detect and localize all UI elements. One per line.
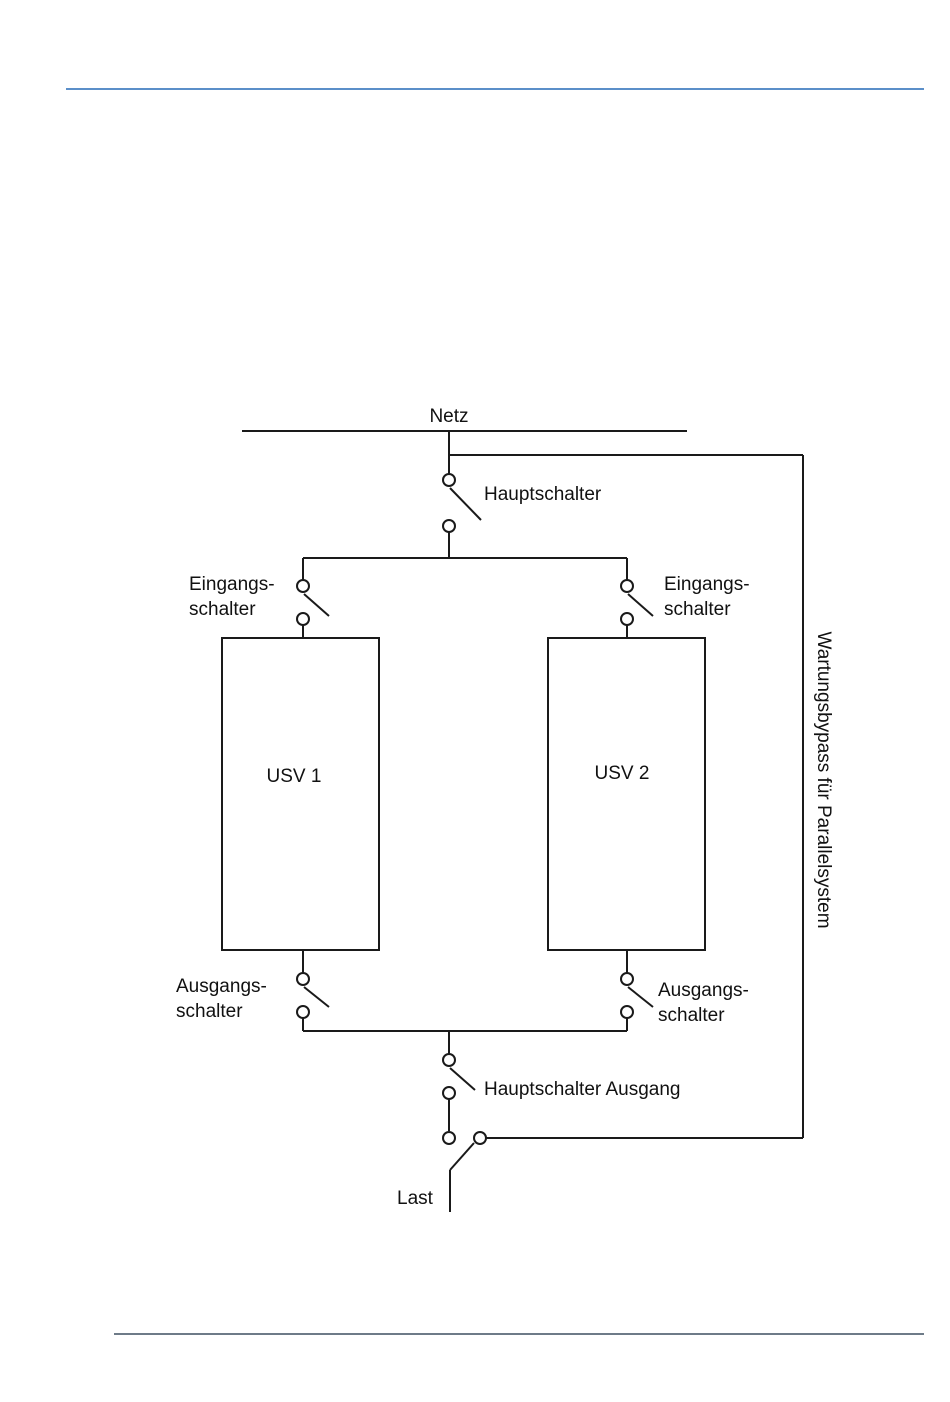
eingangsschalter-left-label-line1: Eingangs- [189, 574, 275, 595]
eingangsschalter-right-label-line2: schalter [664, 599, 731, 620]
netz-label: Netz [429, 406, 468, 427]
hauptschalter-blade [450, 488, 481, 520]
ausgangsschalter-right-label-line2: schalter [658, 1005, 725, 1026]
ausgangsschalter-left-label-line2: schalter [176, 1001, 243, 1022]
ausgangsschalter-left-label-line1: Ausgangs- [176, 976, 267, 997]
eingangsschalter-right-blade [628, 594, 653, 616]
last-changeover-blade [450, 1143, 474, 1170]
eingangsschalter-right-label-line1: Eingangs- [664, 574, 750, 595]
usv2-box [548, 638, 705, 950]
usv2-label: USV 2 [595, 763, 650, 784]
hauptschalter-ausgang-bottom-contact [443, 1087, 455, 1099]
hauptschalter-ausgang-top-contact [443, 1054, 455, 1066]
ausgangsschalter-left-blade [304, 987, 329, 1007]
ausgangsschalter-left-bottom-contact [297, 1006, 309, 1018]
hauptschalter-label: Hauptschalter [484, 484, 602, 505]
hauptschalter-bottom-contact [443, 520, 455, 532]
ausgangsschalter-right-label-line1: Ausgangs- [658, 980, 749, 1001]
ausgangsschalter-left-top-contact [297, 973, 309, 985]
eingangsschalter-left-label-line2: schalter [189, 599, 256, 620]
hauptschalter-top-contact [443, 474, 455, 486]
hauptschalter-ausgang-label: Hauptschalter Ausgang [484, 1079, 680, 1100]
last-changeover-normal-contact [443, 1132, 455, 1144]
eingangsschalter-left-top-contact [297, 580, 309, 592]
hauptschalter-ausgang-blade [450, 1068, 475, 1090]
bypass-label: Wartungsbypass für Parallelsystem [813, 631, 834, 928]
eingangsschalter-left-bottom-contact [297, 613, 309, 625]
last-changeover-bypass-contact [474, 1132, 486, 1144]
eingangsschalter-left-blade [304, 594, 329, 616]
usv1-box [222, 638, 379, 950]
footer-rule [114, 1333, 924, 1335]
last-label: Last [397, 1188, 434, 1209]
ausgangsschalter-right-bottom-contact [621, 1006, 633, 1018]
ausgangsschalter-right-blade [628, 987, 653, 1007]
ausgangsschalter-right-top-contact [621, 973, 633, 985]
eingangsschalter-right-bottom-contact [621, 613, 633, 625]
usv1-label: USV 1 [267, 766, 322, 787]
eingangsschalter-right-top-contact [621, 580, 633, 592]
